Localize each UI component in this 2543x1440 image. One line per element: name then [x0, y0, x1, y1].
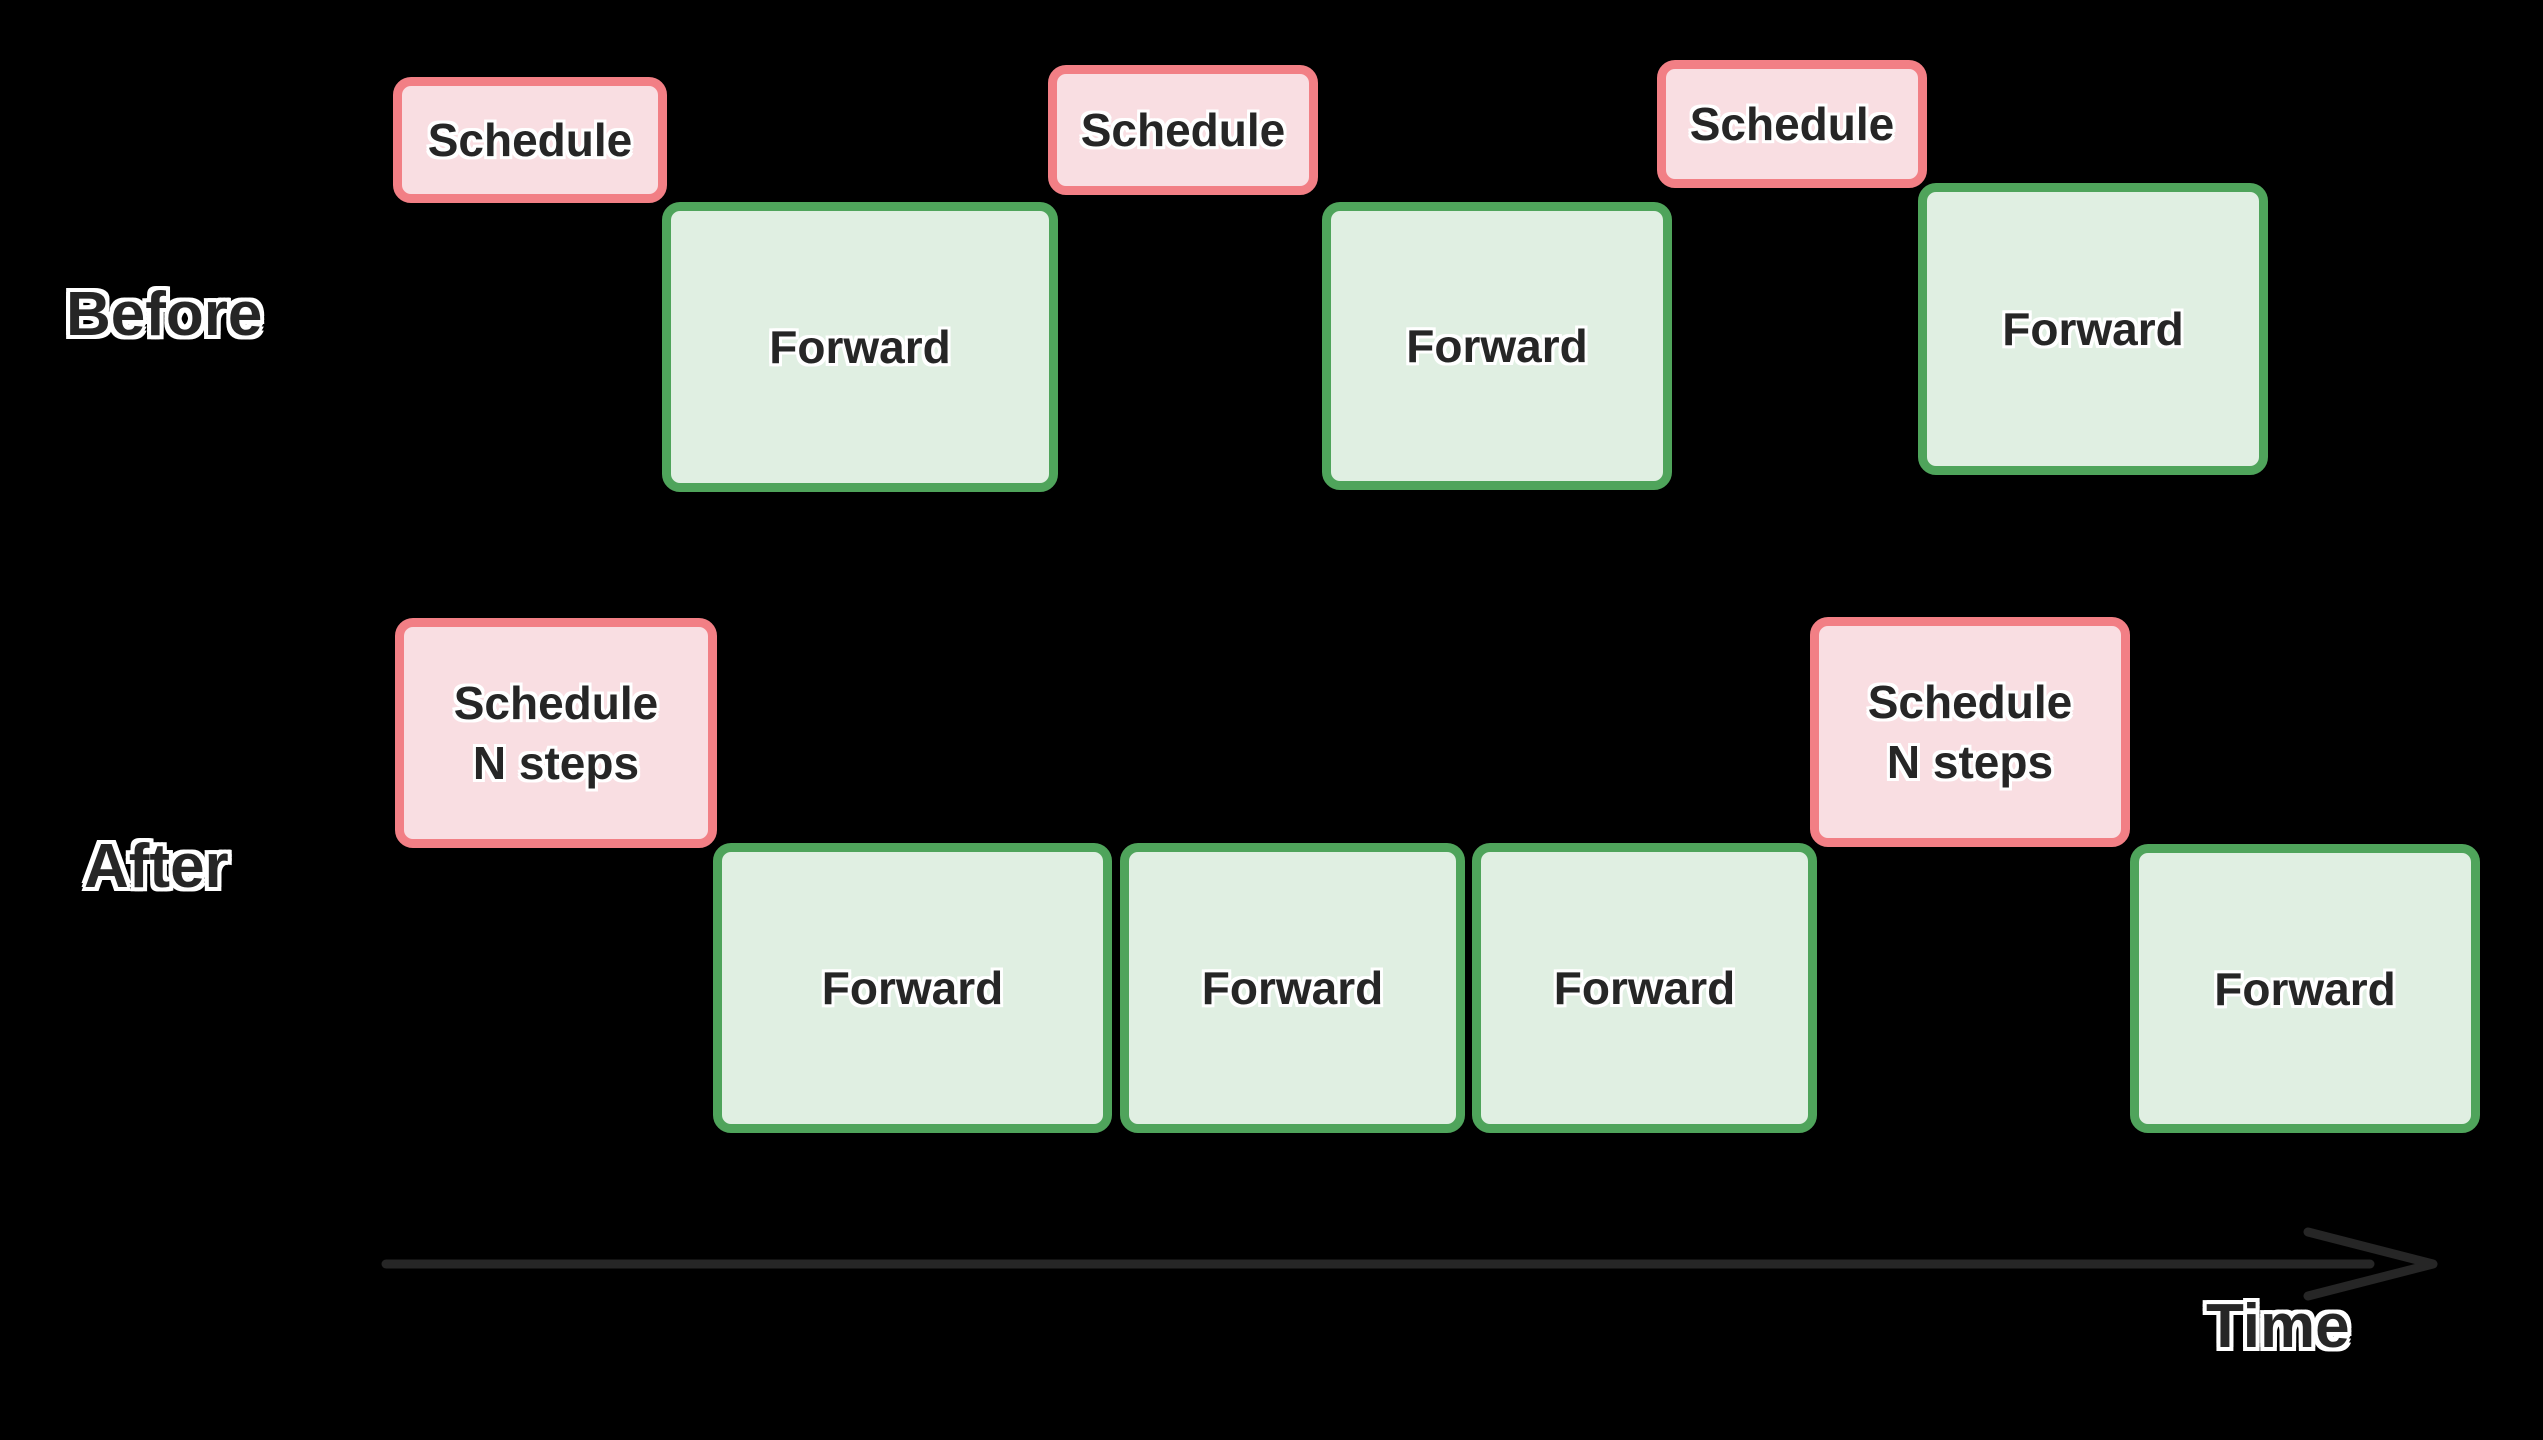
row-label-after: After: [84, 832, 229, 901]
block-label: Forward: [1553, 962, 1736, 1014]
block-label: Forward: [2002, 303, 2184, 355]
block-label: N steps: [1886, 736, 2054, 788]
schedule-n-steps-block: Schedule N steps: [395, 618, 717, 848]
schedule-block: Schedule: [1657, 60, 1927, 188]
block-label: Schedule: [1867, 676, 2073, 728]
block-label: Forward: [1406, 320, 1588, 372]
time-axis-label: Time: [2206, 1292, 2350, 1361]
block-label: Schedule: [453, 677, 659, 729]
forward-block: Forward: [1120, 843, 1465, 1133]
block-label: Schedule: [1689, 98, 1895, 150]
block-label: Forward: [821, 962, 1004, 1014]
schedule-block: Schedule: [393, 77, 667, 203]
time-axis-arrow-icon: [381, 1227, 2438, 1301]
block-label: N steps: [472, 737, 640, 789]
forward-block: Forward: [1918, 183, 2268, 475]
forward-block: Forward: [2130, 844, 2480, 1133]
forward-block: Forward: [662, 202, 1058, 492]
block-label: Forward: [2214, 962, 2396, 1015]
block-label: Forward: [769, 321, 951, 373]
forward-block: Forward: [713, 843, 1112, 1133]
schedule-block: Schedule: [1048, 65, 1318, 195]
forward-block: Forward: [1472, 843, 1817, 1133]
block-label: Forward: [1201, 962, 1384, 1014]
forward-block: Forward: [1322, 202, 1672, 490]
block-label: Schedule: [427, 114, 633, 166]
schedule-n-steps-block: Schedule N steps: [1810, 617, 2130, 847]
block-label: Schedule: [1080, 104, 1286, 156]
row-label-before: Before: [66, 280, 263, 349]
